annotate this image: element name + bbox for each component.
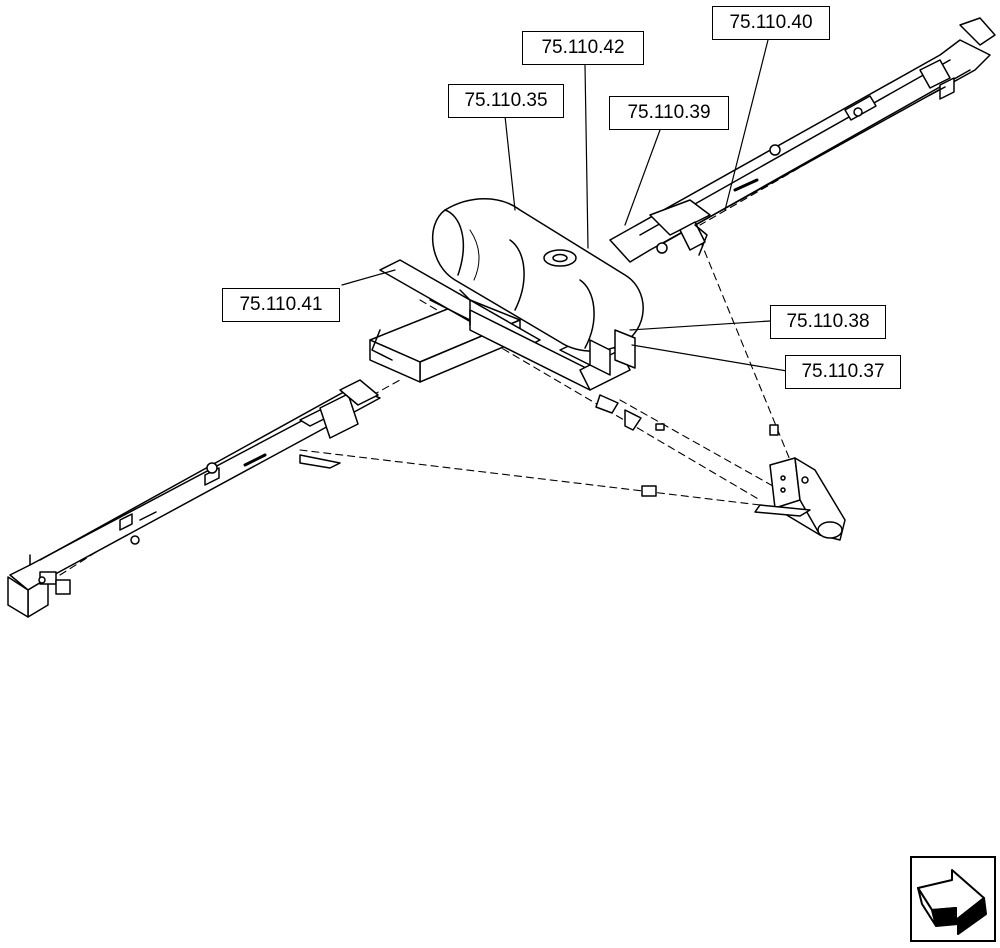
callout-75-110-41[interactable]: 75.110.41 [222,288,340,322]
next-page-button[interactable] [910,856,996,942]
left-wing-boom [7,379,381,618]
callout-75-110-40[interactable]: 75.110.40 [712,6,830,40]
callout-75-110-35[interactable]: 75.110.35 [448,84,564,118]
leader-lines [341,39,788,372]
callout-75-110-37[interactable]: 75.110.37 [785,355,901,389]
hitch-tongue [754,424,846,541]
callout-75-110-38[interactable]: 75.110.38 [770,305,886,339]
callout-75-110-39[interactable]: 75.110.39 [609,96,729,130]
spray-tank [431,198,644,376]
callout-75-110-42[interactable]: 75.110.42 [522,31,644,65]
next-page-arrow-icon [917,869,987,935]
right-wing-boom [609,17,996,263]
